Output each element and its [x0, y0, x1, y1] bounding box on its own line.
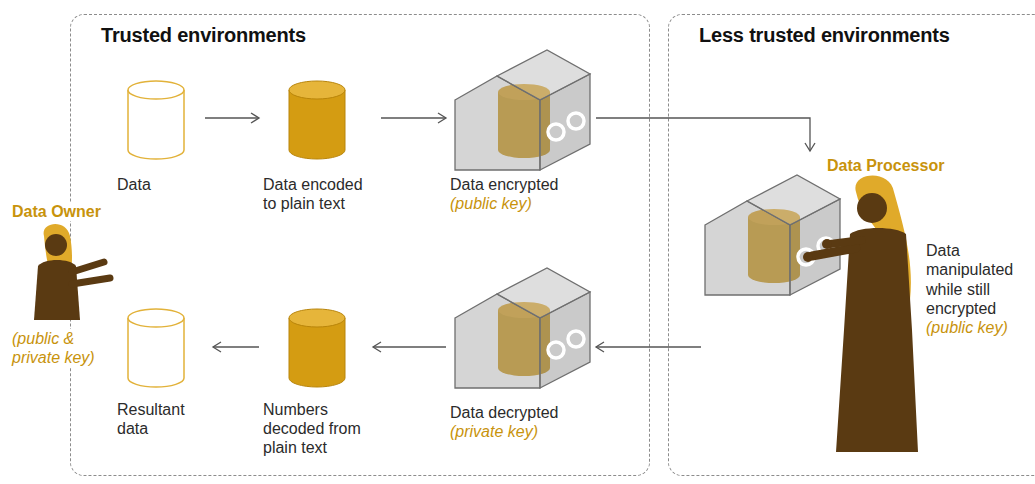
node-label: Data encrypted [450, 175, 592, 194]
node-label: Data [117, 175, 201, 194]
data-store: Data encoded to plain text [259, 79, 381, 213]
processing-box [705, 175, 840, 295]
node-label: Trusted environments [71, 15, 649, 47]
actor-label: Data ProcessorData manipulated while sti… [701, 151, 1033, 356]
flow-arrow [596, 346, 701, 347]
node-label: Resultant data [117, 400, 209, 438]
node-note: (public & private key) [12, 329, 124, 367]
node-label: Data encoded to plain text [263, 175, 377, 213]
trust-region: Less trusted environmentsData ProcessorD… [668, 14, 1035, 476]
decoded-cylinder [289, 309, 345, 387]
data-store: Resultant data [113, 306, 213, 438]
node-note: (public key) [926, 318, 1031, 337]
flow-arrow [381, 117, 446, 118]
encrypted-store: Data decrypted(private key) [446, 281, 596, 441]
node-note: (private key) [450, 422, 592, 441]
decrypted-box [455, 268, 590, 388]
encrypted-box [455, 50, 590, 170]
flow-arrow [373, 346, 446, 347]
node-note: (public key) [450, 194, 592, 213]
flow-arrow [596, 118, 810, 151]
owner-figure [34, 224, 110, 320]
trust-region: Trusted environmentsData Data encoded to … [70, 14, 650, 476]
node-label: Data Owner [12, 202, 101, 221]
actor-label: Data Owner (public & private key) [8, 202, 124, 368]
data-store: Numbers decoded from plain text [259, 306, 373, 458]
node-label: Data Processor [827, 156, 944, 175]
node-note: Data manipulated while still encrypted [926, 241, 1026, 318]
node-label: Numbers decoded from plain text [263, 400, 369, 458]
encoded-cylinder [289, 81, 345, 159]
flow-arrow [205, 117, 259, 118]
flow-arrow [213, 346, 259, 347]
encrypted-store: Data encrypted(public key) [446, 63, 596, 213]
node-label: Data decrypted [450, 403, 592, 422]
resultant-cylinder [128, 309, 184, 387]
data-store: Data [113, 79, 205, 194]
data-cylinder [128, 81, 184, 159]
node-label: Less trusted environments [669, 15, 1035, 47]
processor-figure [803, 175, 918, 452]
